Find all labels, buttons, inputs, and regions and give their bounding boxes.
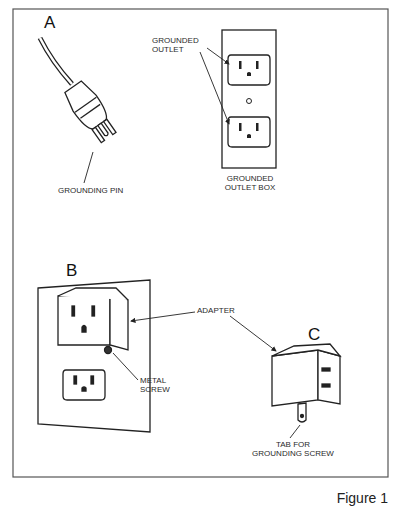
leader-lines	[84, 48, 229, 183]
part-label: ADAPTER	[197, 306, 235, 315]
leader-lines-lower	[113, 312, 300, 438]
part-letter: A	[44, 14, 55, 32]
outlet-box	[222, 30, 276, 168]
part-label: GROUNDING PIN	[58, 186, 123, 195]
adapter	[272, 344, 340, 422]
part-letter: C	[308, 326, 320, 344]
frame	[13, 9, 388, 477]
part-label: TAB FOR GROUNDING SCREW	[250, 440, 336, 458]
wall-plate	[38, 280, 150, 432]
part-label: GROUNDED OUTLET	[152, 36, 204, 54]
part-label: METAL SCREW	[140, 376, 180, 394]
plug	[40, 38, 120, 146]
part-label: GROUNDED OUTLET BOX	[218, 174, 282, 192]
figure-caption: Figure 1	[337, 490, 388, 506]
part-letter: B	[66, 262, 77, 280]
